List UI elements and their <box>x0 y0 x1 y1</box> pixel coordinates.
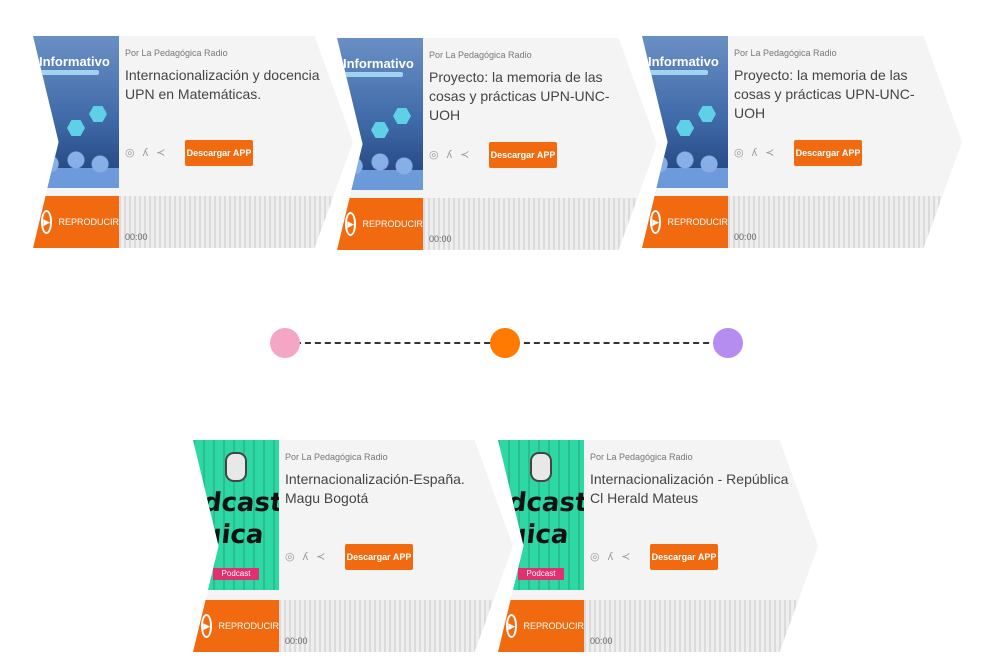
play-icon: ▶ <box>650 210 662 234</box>
play-label: REPRODUCIR <box>58 217 119 227</box>
waveform[interactable] <box>728 196 962 248</box>
download-app-button[interactable]: Descargar APP <box>185 140 253 166</box>
play-button[interactable]: ▶ REPRODUCIR <box>337 198 423 250</box>
people-illustration <box>337 150 423 190</box>
play-button[interactable]: ▶ REPRODUCIR <box>33 196 119 248</box>
play-button[interactable]: ▶ REPRODUCIR <box>498 600 584 652</box>
episode-byline: Por La Pedagógica Radio <box>590 452 693 462</box>
play-icon: ▶ <box>201 614 213 638</box>
hexagon-shape <box>67 120 85 136</box>
podcast-artwork-text: gica <box>201 520 266 550</box>
episode-card: Informativo Por La Pedagógica Radio Inte… <box>33 36 353 248</box>
episode-title: Internacionalización - República Cl Hera… <box>590 471 789 506</box>
play-label: REPRODUCIR <box>362 219 423 229</box>
hexagon-shape <box>676 120 694 136</box>
elapsed-time: 00:00 <box>429 234 452 244</box>
podcast-tag: Podcast <box>518 568 564 580</box>
play-label: REPRODUCIR <box>667 217 728 227</box>
episode-card: dcast gica Podcast Por La Pedagógica Rad… <box>193 440 513 652</box>
globe-icon[interactable]: ◎ <box>285 551 295 563</box>
rss-icon[interactable]: ʎ <box>751 146 758 159</box>
play-label: REPRODUCIR <box>218 621 279 631</box>
podcast-artwork-text: dcast <box>201 488 279 518</box>
card-icons: ◎ ʎ ≺ <box>285 550 326 564</box>
rss-icon[interactable]: ʎ <box>142 146 149 159</box>
people-illustration <box>642 148 728 188</box>
podcast-tag: Podcast <box>213 568 259 580</box>
download-app-button[interactable]: Descargar APP <box>489 142 557 168</box>
waveform[interactable] <box>423 198 657 250</box>
episode-thumbnail: Informativo <box>337 38 423 190</box>
play-label: REPRODUCIR <box>523 621 584 631</box>
podcast-artwork-text: gica <box>506 520 571 550</box>
share-icon[interactable]: ≺ <box>765 147 775 159</box>
episode-byline: Por La Pedagógica Radio <box>734 48 837 58</box>
episode-thumbnail: dcast gica Podcast <box>193 440 279 590</box>
timeline-dot-purple[interactable] <box>713 328 743 358</box>
waveform[interactable] <box>279 600 513 652</box>
play-button[interactable]: ▶ REPRODUCIR <box>193 600 279 652</box>
episode-byline: Por La Pedagógica Radio <box>429 50 532 60</box>
episode-title: Internacionalización y docencia UPN en M… <box>125 67 320 102</box>
share-icon[interactable]: ≺ <box>621 551 631 563</box>
episode-card: dcast gica Podcast Por La Pedagógica Rad… <box>498 440 818 652</box>
microphone-icon <box>530 452 552 482</box>
play-icon: ▶ <box>41 210 53 234</box>
globe-icon[interactable]: ◎ <box>429 149 439 161</box>
share-icon[interactable]: ≺ <box>460 149 470 161</box>
rss-icon[interactable]: ʎ <box>607 550 614 563</box>
episode-title: Proyecto: la memoria de las cosas y prác… <box>429 69 610 123</box>
episode-card: Informativo Por La Pedagógica Radio Proy… <box>337 38 657 250</box>
episode-thumbnail: Informativo <box>642 36 728 188</box>
elapsed-time: 00:00 <box>285 636 308 646</box>
elapsed-time: 00:00 <box>125 232 148 242</box>
globe-icon[interactable]: ◎ <box>125 147 135 159</box>
episode-byline: Por La Pedagógica Radio <box>285 452 388 462</box>
timeline-dot-pink[interactable] <box>270 328 300 358</box>
download-app-button[interactable]: Descargar APP <box>794 140 862 166</box>
timeline-dot-orange[interactable] <box>490 328 520 358</box>
globe-icon[interactable]: ◎ <box>590 551 600 563</box>
waveform[interactable] <box>119 196 353 248</box>
card-icons: ◎ ʎ ≺ <box>734 146 775 160</box>
play-icon: ▶ <box>506 614 518 638</box>
thumbnail-title: Informativo <box>39 54 110 69</box>
play-icon: ▶ <box>345 212 357 236</box>
hexagon-shape <box>393 108 411 124</box>
people-illustration <box>33 148 119 188</box>
waveform[interactable] <box>584 600 818 652</box>
elapsed-time: 00:00 <box>734 232 757 242</box>
elapsed-time: 00:00 <box>590 636 613 646</box>
episode-card: Informativo Por La Pedagógica Radio Proy… <box>642 36 962 248</box>
thumbnail-title: Informativo <box>648 54 719 69</box>
globe-icon[interactable]: ◎ <box>734 147 744 159</box>
share-icon[interactable]: ≺ <box>156 147 166 159</box>
download-app-button[interactable]: Descargar APP <box>345 544 413 570</box>
microphone-icon <box>225 452 247 482</box>
rss-icon[interactable]: ʎ <box>302 550 309 563</box>
episode-thumbnail: Informativo <box>33 36 119 188</box>
episode-title: Proyecto: la memoria de las cosas y prác… <box>734 67 915 121</box>
thumbnail-title: Informativo <box>343 56 414 71</box>
card-icons: ◎ ʎ ≺ <box>125 146 166 160</box>
card-icons: ◎ ʎ ≺ <box>590 550 631 564</box>
hexagon-shape <box>89 106 107 122</box>
episode-byline: Por La Pedagógica Radio <box>125 48 228 58</box>
download-app-button[interactable]: Descargar APP <box>650 544 718 570</box>
card-icons: ◎ ʎ ≺ <box>429 148 470 162</box>
hexagon-shape <box>371 122 389 138</box>
hexagon-shape <box>698 106 716 122</box>
share-icon[interactable]: ≺ <box>316 551 326 563</box>
podcast-artwork-text: dcast <box>506 488 584 518</box>
episode-thumbnail: dcast gica Podcast <box>498 440 584 590</box>
episode-title: Internacionalización-España. Magu Bogotá <box>285 471 465 506</box>
play-button[interactable]: ▶ REPRODUCIR <box>642 196 728 248</box>
rss-icon[interactable]: ʎ <box>446 148 453 161</box>
